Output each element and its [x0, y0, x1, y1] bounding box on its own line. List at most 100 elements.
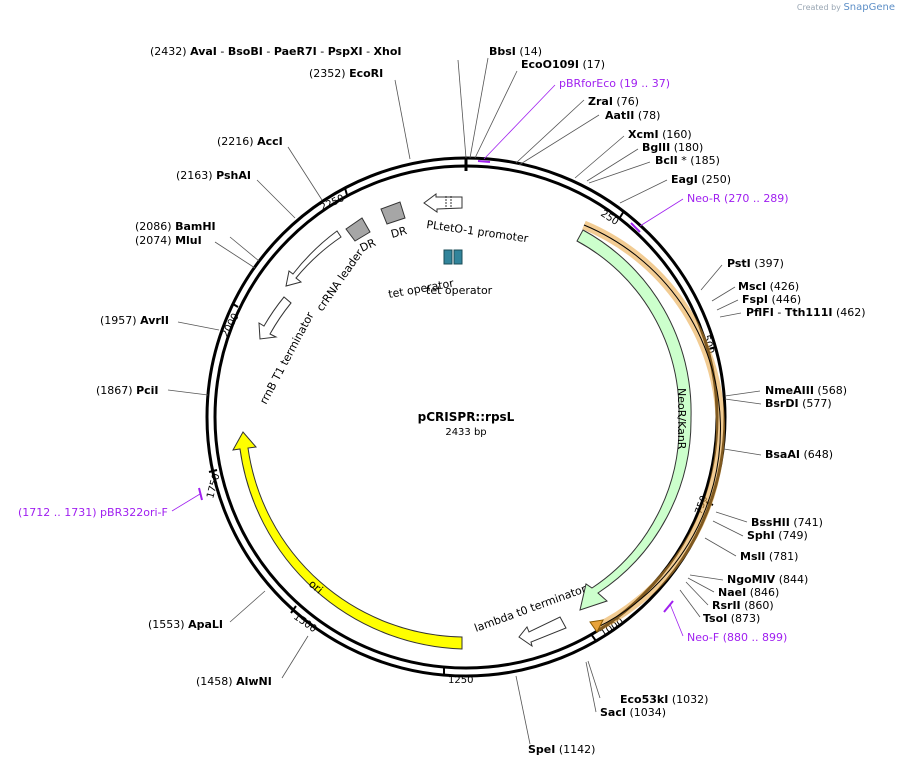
leader-e30: [687, 577, 715, 593]
dr-feature-2[interactable]: [380, 201, 406, 225]
lambda-t0-terminator-feature[interactable]: [518, 616, 567, 648]
tick-2000: [232, 303, 239, 308]
enzyme-label-e15: XcmI (160): [628, 128, 692, 141]
enzyme-label-e8: (1867) PciI: [96, 384, 159, 397]
leader-e3: [287, 146, 323, 201]
tick-1000: [590, 633, 597, 642]
leader-p3: [669, 603, 684, 637]
leader-e23: [724, 390, 761, 397]
tick-label-1500: 1500: [291, 611, 318, 635]
enzyme-label-e16: BglII (180): [642, 141, 703, 154]
leader-e8: [167, 389, 209, 396]
enzyme-label-e4: (2163) PshAI: [176, 169, 251, 182]
credit-brand: SnapGene: [843, 2, 895, 13]
leader-e10: [281, 635, 309, 679]
enzyme-label-e6: (2074) MluI: [135, 234, 202, 247]
tick-label-1250: 1250: [448, 675, 473, 686]
enzyme-label-e34: SacI (1034): [600, 706, 666, 719]
enzyme-label-e3: (2216) AccI: [217, 135, 283, 148]
dr-feature-1[interactable]: [345, 217, 371, 242]
tick-250: [618, 210, 625, 220]
primer-label-neo-f: Neo-F (880 .. 899): [687, 631, 787, 644]
enzyme-label-e13: ZraI (76): [588, 95, 639, 108]
primer-label-neo-r: Neo-R (270 .. 289): [687, 192, 789, 205]
enzyme-label-e2: (2352) EcoRI: [309, 67, 383, 80]
leader-e9: [229, 590, 266, 623]
enzyme-label-e30: NaeI (846): [718, 586, 779, 599]
tick-labels: 250 500 750 1000 1250 1500 1750 2000 225…: [205, 193, 715, 686]
dr-label-1: DR: [358, 236, 378, 255]
tet-operator-feature-1[interactable]: [443, 249, 453, 265]
leader-e15: [574, 135, 625, 179]
snapgene-credit: Created by SnapGene: [797, 2, 895, 13]
leader-e25: [723, 448, 762, 456]
enzyme-label-e21: FspI (446): [742, 293, 801, 306]
enzyme-label-e5: (2086) BamHI: [135, 220, 216, 233]
leader-e22: [719, 312, 742, 318]
leader-e31: [685, 581, 709, 606]
enzyme-label-e1: (2432) AvaI - BsoBI - PaeR7I - PspXI - X…: [150, 45, 402, 58]
neor-kanr-feature[interactable]: [576, 229, 692, 611]
leader-e14: [518, 114, 600, 166]
primer-markers: [198, 160, 674, 613]
primer-leaders: [171, 84, 684, 637]
enzyme-label-e10: (1458) AlwNI: [196, 675, 272, 688]
leader-e24: [724, 398, 762, 405]
tick-label-250: 250: [598, 208, 620, 228]
leader-e32: [679, 589, 701, 618]
leader-p4: [171, 493, 201, 512]
leader-e1: [457, 59, 467, 159]
leader-e33: [587, 660, 601, 699]
enzyme-label-e23: NmeAIII (568): [765, 384, 847, 397]
leader-e35: [515, 675, 531, 745]
rrnb-t1-terminator-feature[interactable]: [258, 296, 292, 340]
leader-e19: [700, 264, 723, 291]
leader-p1: [483, 84, 556, 160]
enzyme-label-e28: MslI (781): [740, 550, 798, 563]
leader-e29: [689, 574, 724, 581]
enzyme-label-e14: AatII (78): [605, 109, 660, 122]
leader-e17: [588, 161, 651, 184]
leader-e34: [585, 661, 597, 713]
leader-e28: [704, 537, 737, 557]
leader-p2: [639, 198, 684, 227]
enzyme-label-e20: MscI (426): [738, 280, 799, 293]
leader-e5: [229, 236, 260, 262]
enzyme-label-e19: PstI (397): [727, 257, 784, 270]
plasmid-name: pCRISPR::rpsL: [418, 410, 515, 424]
leader-e6: [214, 241, 256, 269]
primer-mark-pbrforeco: [477, 160, 491, 163]
primer-labels: pBRforEco (19 .. 37) Neo-R (270 .. 289) …: [18, 77, 789, 644]
enzyme-leaders: [167, 57, 762, 745]
neor-orf-arrowhead: [589, 619, 604, 633]
tick-marks: [208, 187, 717, 676]
enzyme-label-e29: NgoMIV (844): [727, 573, 808, 586]
leader-e13: [515, 99, 585, 164]
pltet01-promoter-feature[interactable]: [423, 193, 463, 213]
enzyme-label-e9: (1553) ApaLI: [148, 618, 223, 631]
enzyme-label-e33: Eco53kI (1032): [620, 693, 708, 706]
enzyme-label-e12: EcoO109I (17): [521, 58, 605, 71]
enzyme-label-e31: RsrII (860): [712, 599, 774, 612]
crrna-leader-feature[interactable]: [285, 230, 342, 287]
leader-e20: [711, 286, 736, 302]
enzyme-label-e7: (1957) AvrII: [100, 314, 169, 327]
tick-2250: [344, 187, 348, 196]
enzyme-label-e17: BclI * (185): [655, 154, 720, 167]
enzyme-label-e22: PflFI - Tth111I (462): [746, 306, 866, 319]
enzyme-label-e35: SpeI (1142): [528, 743, 595, 756]
enzyme-label-e11: BbsI (14): [489, 45, 542, 58]
leader-e2: [394, 79, 411, 160]
leader-e12: [474, 70, 518, 159]
leader-e27: [712, 520, 744, 537]
leader-e7: [177, 321, 220, 331]
tet-operator-feature-2[interactable]: [453, 249, 463, 265]
leader-e26: [715, 511, 748, 523]
plasmid-length: 2433 bp: [445, 427, 486, 438]
ori-feature[interactable]: [232, 431, 463, 650]
enzyme-label-e32: TsoI (873): [703, 612, 760, 625]
primer-label-pbrforeco: pBRforEco (19 .. 37): [559, 77, 670, 90]
enzyme-label-e27: SphI (749): [747, 529, 808, 542]
leader-e18: [619, 179, 668, 204]
